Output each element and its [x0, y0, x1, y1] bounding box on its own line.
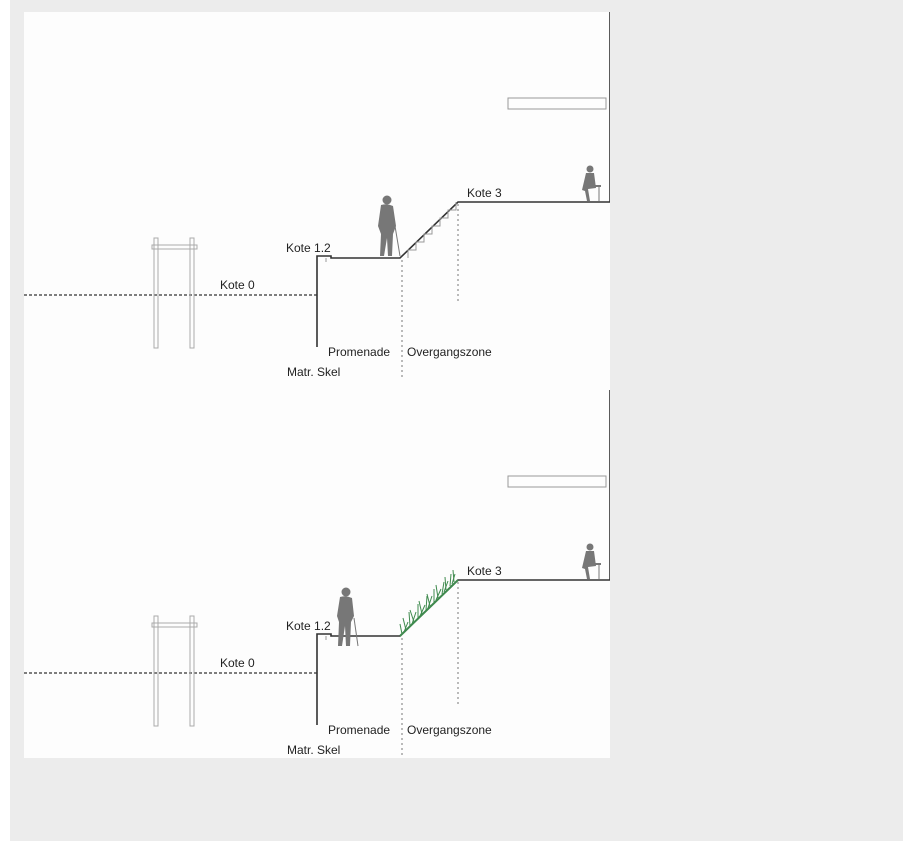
section-existing: Kote 0 Kote 1.2 Kote 3 Promenade Overgan… — [24, 12, 610, 379]
drawing-panel: Kote 0 Kote 1.2 Kote 3 Promenade Overgan… — [24, 12, 610, 758]
overgangszone-label: Overgangszone — [407, 345, 492, 359]
kote-1-2-label: Kote 1.2 — [286, 619, 331, 633]
seated-person-icon — [582, 165, 601, 201]
promenade-label: Promenade — [328, 723, 390, 737]
kote-0-label: Kote 0 — [220, 278, 255, 292]
kote-3-label: Kote 3 — [467, 186, 502, 200]
balcony-slab — [507, 97, 607, 110]
stairs-icon — [407, 202, 457, 258]
section-proposed: Kote 0 Kote 1.2 Kote 3 Promenade Overgan… — [24, 390, 610, 758]
kote-0-label: Kote 0 — [220, 656, 255, 670]
kote-1-2-label: Kote 1.2 — [286, 241, 331, 255]
standing-person-with-cane-icon — [337, 587, 359, 647]
seated-person-icon — [582, 543, 601, 579]
matr-skel-label: Matr. Skel — [287, 743, 340, 757]
matr-skel-label: Matr. Skel — [287, 365, 340, 379]
standing-person-with-cane-icon — [378, 195, 401, 257]
kote-3-label: Kote 3 — [467, 564, 502, 578]
grass-icon — [399, 569, 459, 637]
terrain-profile — [316, 390, 610, 725]
pergola-icon — [151, 615, 198, 727]
balcony-slab — [507, 475, 607, 488]
overgangszone-label: Overgangszone — [407, 723, 492, 737]
promenade-label: Promenade — [328, 345, 390, 359]
terrain-profile — [316, 12, 610, 347]
pergola-icon — [151, 237, 198, 349]
